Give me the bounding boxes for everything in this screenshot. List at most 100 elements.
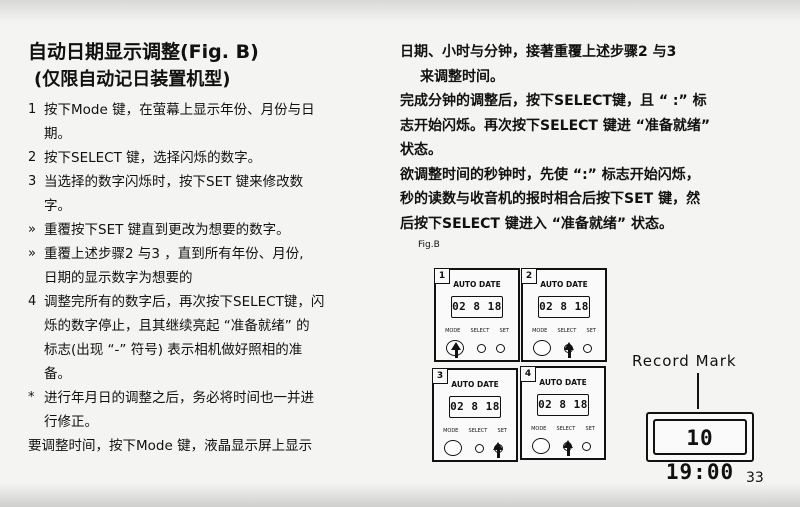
page-shadow-bottom bbox=[0, 483, 800, 507]
paragraph-line: 状态。 bbox=[400, 142, 442, 158]
mode-button-icon bbox=[533, 340, 551, 356]
panel-number: 2 bbox=[522, 269, 537, 284]
instruction-line: 重覆上述步骤2 与3 ，直到所有年份、月份, bbox=[44, 246, 304, 262]
press-arrow-icon bbox=[493, 442, 503, 450]
button-label: SELECT bbox=[556, 426, 576, 432]
right-paragraph: 完成分钟的调整后，按下SELECT键，且 “ :” 标志开始闪烁。再次按下SEL… bbox=[400, 89, 780, 163]
left-column: 自动日期显示调整(Fig. B) (仅限自动记日装置机型) 1 按下Mode 键，… bbox=[28, 38, 388, 458]
record-display-readout: 10 19:00 bbox=[653, 419, 747, 484]
instruction-number: » bbox=[28, 222, 36, 237]
instruction-number: » bbox=[28, 246, 36, 261]
instruction-list: 1 按下Mode 键，在萤幕上显示年份、月份与日期。 2 按下SELECT 键，选择闪… bbox=[28, 98, 388, 434]
panel-number: 4 bbox=[521, 367, 536, 382]
instruction-number: 2 bbox=[28, 150, 37, 165]
mode-button-icon bbox=[532, 438, 550, 454]
button-label: SET bbox=[585, 426, 595, 432]
page-shadow-top bbox=[0, 0, 800, 22]
set-button-icon bbox=[582, 442, 591, 451]
button-label: SELECT bbox=[470, 328, 490, 334]
press-arrow-icon bbox=[563, 440, 573, 448]
lcd-display: 02 8 18 bbox=[449, 396, 501, 418]
press-arrow-stem bbox=[454, 349, 458, 358]
instruction-number: 4 bbox=[28, 294, 37, 309]
button-label: SET bbox=[497, 428, 507, 434]
record-mark-label: Record Mark bbox=[632, 352, 737, 370]
instruction-line: 字。 bbox=[44, 198, 71, 214]
instruction-line: 重覆按下SET 键直到更改为想要的数字。 bbox=[44, 222, 290, 238]
panel-number: 1 bbox=[435, 269, 450, 284]
select-button-icon bbox=[477, 344, 486, 353]
instruction-item: » 重覆按下SET 键直到更改为想要的数字。 bbox=[28, 218, 388, 242]
button-label: MODE bbox=[531, 426, 547, 432]
lcd-display: 02 8 18 bbox=[538, 296, 590, 318]
right-column: 日期、小时与分钟，接著重覆上述步骤2 与3 来调整时间。完成分钟的调整后，按下SE… bbox=[400, 40, 780, 236]
press-arrow-icon bbox=[451, 342, 461, 350]
page-number: 33 bbox=[746, 470, 764, 486]
paragraph-line: 日期、小时与分钟，接著重覆上述步骤2 与3 bbox=[400, 44, 677, 60]
figure-label: Fig.B bbox=[418, 240, 440, 250]
instruction-line: 期。 bbox=[44, 126, 71, 142]
instruction-item: » 重覆上述步骤2 与3 ，直到所有年份、月份, 日期的显示数字为想要的 bbox=[28, 242, 388, 290]
mode-button-icon bbox=[444, 440, 462, 456]
right-paragraph: 日期、小时与分钟，接著重覆上述步骤2 与3 来调整时间。 bbox=[400, 40, 780, 89]
instruction-line: 日期的显示数字为想要的 bbox=[44, 270, 193, 286]
panel-title: AUTO DATE bbox=[540, 280, 588, 289]
panel-title: AUTO DATE bbox=[539, 378, 587, 387]
paragraph-line: 志开始闪烁。再次按下SELECT 键进 “准备就绪” bbox=[400, 117, 711, 134]
paragraph-line: 完成分钟的调整后，按下SELECT键，且 “ :” 标 bbox=[400, 93, 707, 109]
section-title: 自动日期显示调整(Fig. B) bbox=[28, 41, 259, 63]
button-label: SET bbox=[586, 328, 596, 334]
button-label: SELECT bbox=[557, 328, 577, 334]
set-button-icon bbox=[496, 344, 505, 353]
instruction-line: 按下Mode 键，在萤幕上显示年份、月份与日 bbox=[44, 102, 315, 118]
button-label: SELECT bbox=[468, 428, 488, 434]
record-mark-pointer bbox=[697, 373, 699, 409]
instruction-line: 备。 bbox=[44, 366, 71, 382]
panel-title: AUTO DATE bbox=[451, 380, 499, 389]
press-arrow-stem bbox=[496, 449, 500, 458]
instruction-number: 1 bbox=[28, 102, 37, 117]
panel-number: 3 bbox=[433, 369, 448, 384]
button-labels: MODE SELECT SET bbox=[434, 428, 516, 434]
instruction-line: 行修正。 bbox=[44, 414, 98, 430]
select-button-icon bbox=[475, 444, 484, 453]
instruction-item: 2 按下SELECT 键，选择闪烁的数字。 bbox=[28, 146, 388, 170]
lcd-display: 02 8 18 bbox=[537, 394, 589, 416]
press-arrow-icon bbox=[564, 342, 574, 350]
section-subtitle: (仅限自动记日装置机型) bbox=[34, 69, 231, 90]
instruction-item: 4 调整完所有的数字后，再次按下SELECT键，闪烁的数字停止，且其继续亮起 “准… bbox=[28, 290, 388, 386]
button-label: MODE bbox=[445, 328, 461, 334]
panel-title: AUTO DATE bbox=[453, 280, 501, 289]
instruction-item: * 进行年月日的调整之后，务必将时间也一并进行修正。 bbox=[28, 386, 388, 434]
record-display: 10 19:00 bbox=[646, 412, 754, 484]
instruction-line: 进行年月日的调整之后，务必将时间也一并进 bbox=[44, 390, 314, 406]
lcd-display: 02 8 18 bbox=[451, 296, 503, 318]
paragraph-line: 秒的读数与收音机的报时相合后按下SET 键，然 bbox=[400, 191, 701, 207]
button-labels: MODE SELECT SET bbox=[436, 328, 518, 334]
left-last-line: 要调整时间，按下Mode 键，液晶显示屏上显示 bbox=[28, 438, 313, 454]
paragraph-line: 欲调整时间的秒钟时，先使 “:” 标志开始闪烁， bbox=[400, 166, 700, 183]
set-button-icon bbox=[583, 344, 592, 353]
paragraph-line: 后按下SELECT 键进入 “准备就绪” 状态。 bbox=[400, 215, 673, 232]
instruction-line: 当选择的数字闪烁时，按下SET 键来修改数 bbox=[44, 174, 304, 190]
instruction-number: 3 bbox=[28, 174, 37, 189]
instruction-line: 调整完所有的数字后，再次按下SELECT键，闪 bbox=[44, 294, 325, 310]
instruction-line: 标志(出现 “-” 符号) 表示相机做好照相的准 bbox=[44, 342, 303, 358]
paragraph-line: 来调整时间。 bbox=[420, 68, 504, 85]
instruction-item: 3 当选择的数字闪烁时，按下SET 键来修改数字。 bbox=[28, 170, 388, 218]
press-arrow-stem bbox=[566, 447, 570, 456]
press-arrow-stem bbox=[567, 349, 571, 358]
instruction-number: * bbox=[28, 390, 35, 405]
button-label: SET bbox=[499, 328, 509, 334]
instruction-item: 1 按下Mode 键，在萤幕上显示年份、月份与日期。 bbox=[28, 98, 388, 146]
button-labels: MODE SELECT SET bbox=[522, 426, 604, 432]
button-label: MODE bbox=[443, 428, 459, 434]
right-paragraph: 欲调整时间的秒钟时，先使 “:” 标志开始闪烁， 秒的读数与收音机的报时相合后按下… bbox=[400, 163, 780, 237]
instruction-line: 按下SELECT 键，选择闪烁的数字。 bbox=[44, 150, 262, 166]
instruction-line: 烁的数字停止，且其继续亮起 “准备就绪” 的 bbox=[44, 318, 310, 334]
